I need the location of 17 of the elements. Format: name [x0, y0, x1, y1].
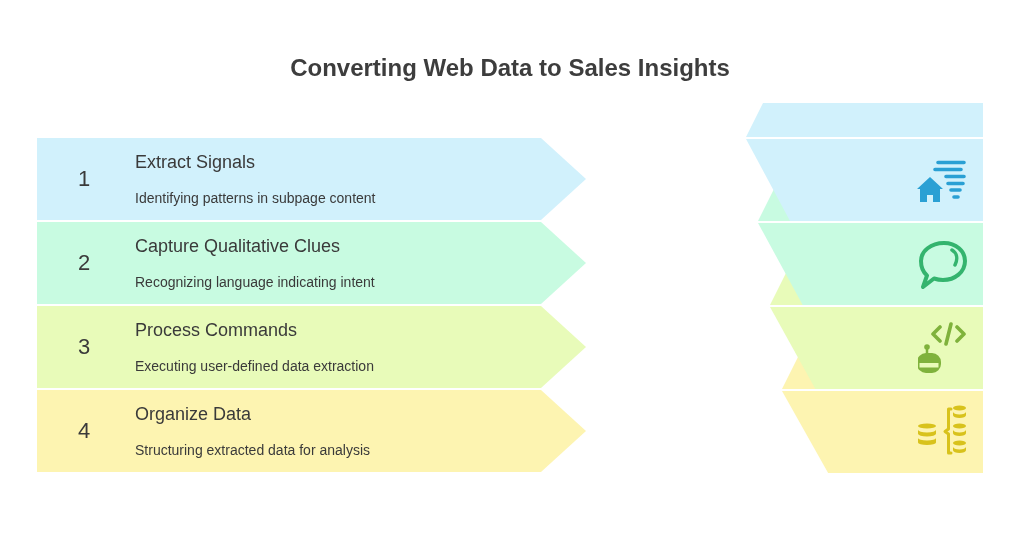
step-number: 4: [76, 418, 92, 444]
step-arrow-band: [37, 306, 586, 388]
step-arrow-band: [37, 390, 586, 472]
step-heading: Process Commands: [135, 319, 298, 341]
step-arrow-band: [37, 138, 586, 220]
step-heading: Organize Data: [135, 403, 252, 425]
step-description: Recognizing language indicating intent: [135, 273, 375, 291]
step-number: 3: [76, 334, 92, 360]
step-number: 1: [76, 166, 92, 192]
step-arrow-band: [37, 222, 586, 304]
step-heading: Capture Qualitative Clues: [135, 235, 341, 257]
step-description: Identifying patterns in subpage content: [135, 189, 376, 207]
step-heading: Extract Signals: [135, 151, 256, 173]
step-number: 2: [76, 250, 92, 276]
step-description: Executing user-defined data extraction: [135, 357, 374, 375]
diagram-title: Converting Web Data to Sales Insights: [289, 53, 731, 83]
step-description: Structuring extracted data for analysis: [135, 441, 370, 459]
